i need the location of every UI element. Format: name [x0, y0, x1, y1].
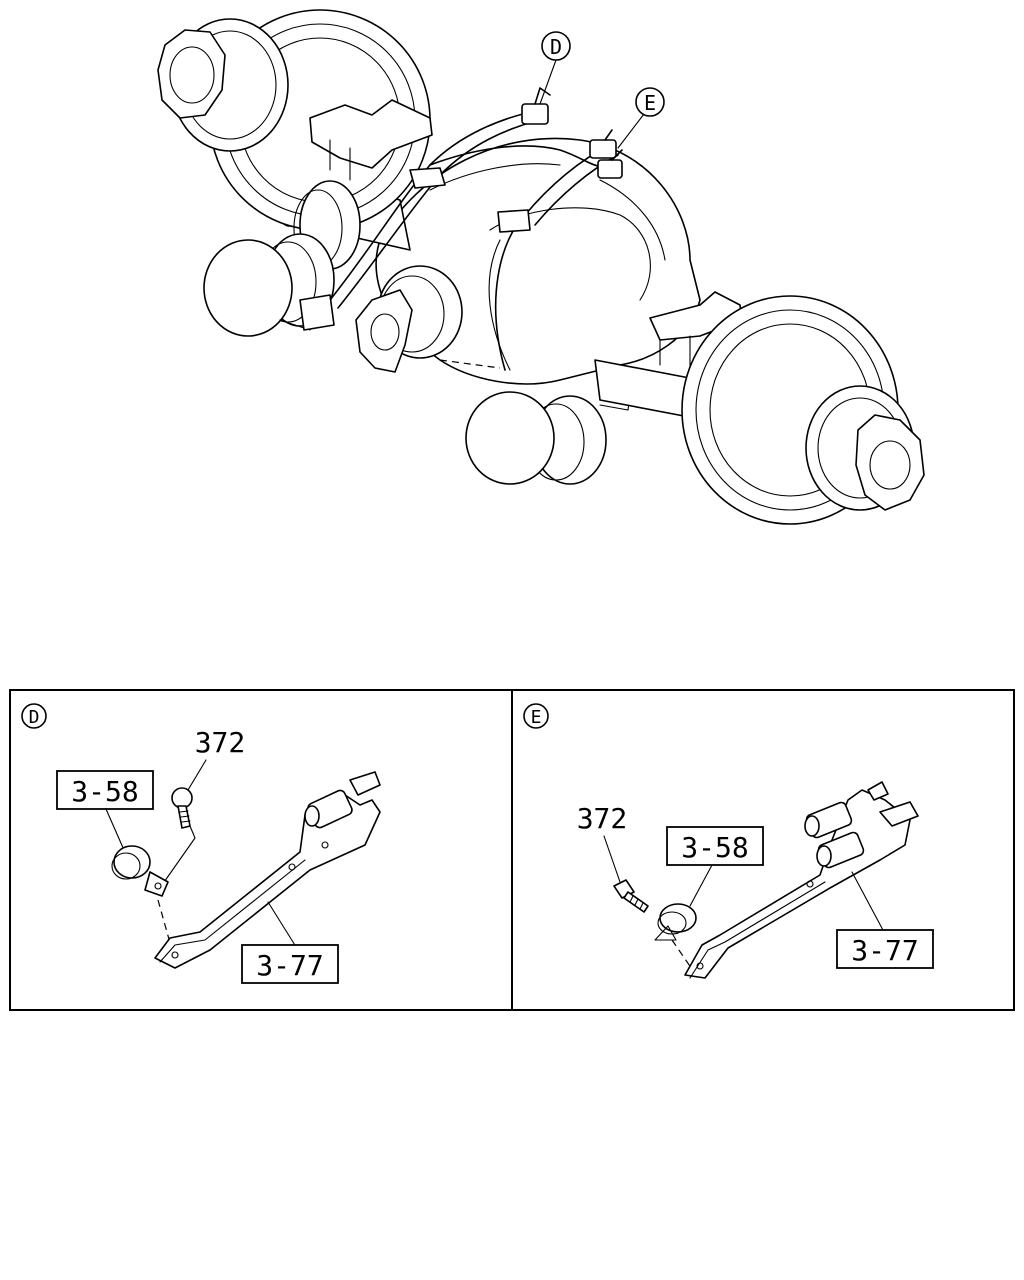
left-spring-seat	[309, 99, 433, 169]
callout-d[interactable]: D	[539, 31, 571, 105]
panel-d-bracket	[154, 771, 381, 969]
panel-d-content: D 372 3-58	[21, 703, 381, 984]
panel-d-bracket-box[interactable]	[241, 944, 339, 984]
panel-d-grommet-label: 3-58	[71, 775, 138, 808]
callout-d-label: D	[550, 35, 562, 59]
left-bellows-assembly	[203, 180, 361, 337]
hose-fitting-d	[521, 87, 551, 125]
panel-e-letter: E	[531, 707, 542, 728]
panel-e-bracket-box[interactable]	[836, 929, 934, 969]
panel-d-grommet-box[interactable]	[56, 770, 154, 810]
pinion-flange	[355, 265, 463, 373]
panel-e-bolt	[613, 879, 649, 913]
panel-d-letter: D	[29, 707, 40, 728]
callout-e[interactable]: E	[617, 87, 665, 149]
panel-e-bracket	[684, 781, 919, 979]
panel-e-grommet-label: 3-58	[681, 831, 748, 864]
panel-e-grommet-box[interactable]	[666, 826, 764, 866]
panel-e-content: E 372 3-58	[523, 703, 934, 979]
panel-d-bolt	[171, 787, 193, 829]
panel-e-bracket-label: 3-77	[851, 934, 918, 967]
callout-e-label: E	[644, 91, 656, 115]
panel-d-grommet	[111, 845, 169, 897]
panel-d-bracket-label: 3-77	[256, 949, 323, 982]
rear-axle-assembly: D E	[157, 9, 925, 525]
panel-e-grommet	[654, 903, 697, 941]
right-bellows-assembly	[465, 384, 631, 485]
panel-e-bolt-label[interactable]: 372	[577, 802, 628, 835]
right-wheel-hub	[681, 295, 925, 525]
panel-d-bolt-label[interactable]: 372	[195, 726, 246, 759]
brake-pipes	[299, 109, 619, 371]
detail-panel-e	[511, 689, 1015, 1011]
hose-fitting-e	[589, 129, 623, 179]
